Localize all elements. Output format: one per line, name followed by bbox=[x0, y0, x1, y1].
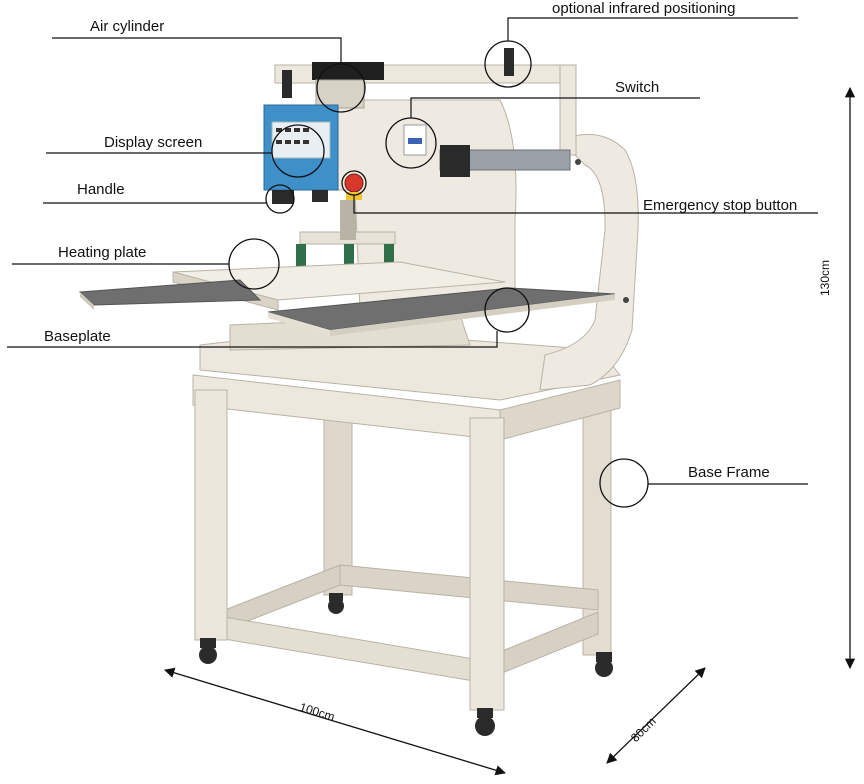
label-baseplate: Baseplate bbox=[44, 328, 111, 345]
label-handle: Handle bbox=[77, 181, 125, 198]
label-switch: Switch bbox=[615, 79, 660, 96]
label-air-cylinder: Air cylinder bbox=[90, 18, 165, 35]
label-display-screen: Display screen bbox=[104, 134, 203, 151]
label-optional-infrared: optional infrared positioning bbox=[552, 0, 736, 17]
machine-body bbox=[199, 48, 639, 401]
dimension-arrows bbox=[164, 86, 856, 776]
label-emergency-stop: Emergency stop button bbox=[643, 197, 798, 214]
base-frame bbox=[192, 374, 621, 736]
label-base-frame: Base Frame bbox=[688, 464, 770, 481]
label-heating-plate: Heating plate bbox=[58, 244, 147, 261]
dimension-height: 130cm bbox=[818, 259, 832, 296]
leader-lines bbox=[7, 17, 818, 485]
baseplates bbox=[78, 279, 616, 336]
